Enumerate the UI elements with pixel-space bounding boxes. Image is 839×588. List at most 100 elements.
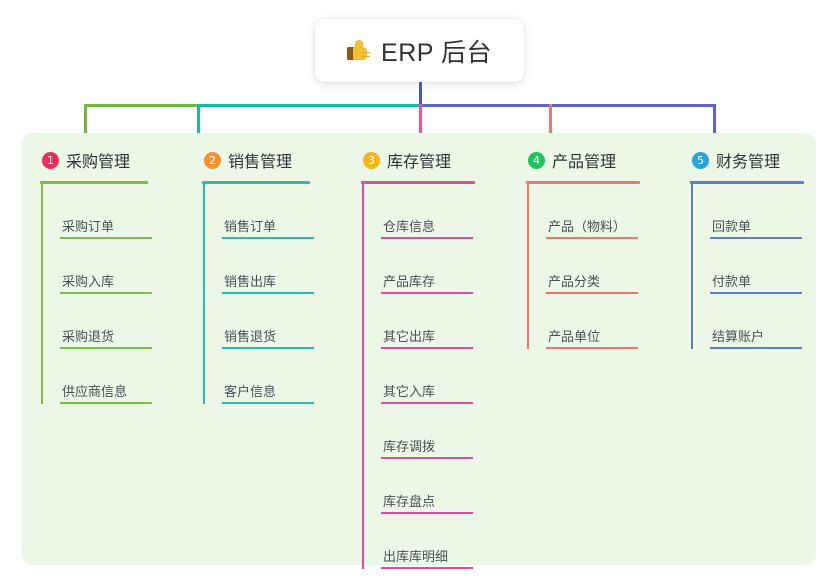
column-underline — [361, 181, 475, 184]
leaf-item-underline — [381, 292, 473, 294]
column-items: 回款单付款单结算账户 — [672, 184, 804, 349]
leaf-item[interactable]: 其它入库 — [381, 349, 475, 404]
leaf-item-underline — [546, 347, 638, 349]
leaf-item-underline — [710, 292, 802, 294]
column-underline — [690, 181, 804, 184]
leaf-item[interactable]: 销售退货 — [222, 294, 314, 349]
leaf-item[interactable]: 产品分类 — [546, 239, 640, 294]
leaf-item-underline — [222, 292, 314, 294]
leaf-item[interactable]: 库存调拨 — [381, 404, 475, 459]
leaf-item-underline — [381, 567, 473, 569]
leaf-item-label: 库存调拨 — [383, 439, 436, 454]
leaf-item-underline — [546, 237, 638, 239]
leaf-item-underline — [710, 347, 802, 349]
leaf-item-underline — [60, 292, 152, 294]
leaf-item-label: 销售出库 — [224, 274, 277, 289]
leaf-item[interactable]: 产品库存 — [381, 239, 475, 294]
leaf-item[interactable]: 回款单 — [710, 184, 804, 239]
leaf-item[interactable]: 采购入库 — [60, 239, 152, 294]
page-title: ERP 后台 — [381, 38, 492, 67]
leaf-item-label: 其它入库 — [383, 384, 436, 399]
column-items: 采购订单采购入库采购退货供应商信息 — [22, 184, 152, 404]
leaf-item-label: 库存盘点 — [383, 494, 436, 509]
connector-drop-col2 — [197, 104, 200, 149]
connector-bus-left-green — [84, 104, 199, 107]
column-items: 仓库信息产品库存其它出库其它入库库存调拨库存盘点出库库明细 — [343, 184, 475, 569]
leaf-item[interactable]: 采购退货 — [60, 294, 152, 349]
connector-root-stem — [419, 82, 422, 107]
diagram-panel — [22, 133, 816, 565]
column-badge-icon: 5 — [692, 151, 709, 169]
connector-drop-col1 — [84, 104, 87, 149]
leaf-item-underline — [381, 457, 473, 459]
leaf-item[interactable]: 其它出库 — [381, 294, 475, 349]
leaf-item-label: 产品（物料） — [548, 219, 627, 234]
column-title: 产品管理 — [552, 154, 617, 171]
column-header-4[interactable]: 4 产品管理 — [508, 144, 640, 176]
leaf-item[interactable]: 销售订单 — [222, 184, 314, 239]
leaf-item-label: 产品单位 — [548, 329, 601, 344]
column-items: 产品（物料） 产品分类产品单位 — [508, 184, 640, 349]
leaf-item-label: 其它出库 — [383, 329, 436, 344]
connector-drop-col5 — [713, 104, 716, 149]
column-underline — [526, 181, 640, 184]
leaf-item[interactable]: 库存盘点 — [381, 459, 475, 514]
column-items: 销售订单销售出库销售退货客户信息 — [184, 184, 314, 404]
leaf-item[interactable]: 出库库明细 — [381, 514, 475, 569]
leaf-item-label: 出库库明细 — [383, 549, 449, 564]
leaf-item-label: 采购退货 — [62, 329, 115, 344]
leaf-item[interactable]: 客户信息 — [222, 349, 314, 404]
leaf-item[interactable]: 销售出库 — [222, 239, 314, 294]
column-badge-icon: 4 — [528, 151, 545, 169]
leaf-item-label: 仓库信息 — [383, 219, 436, 234]
leaf-item-label: 产品分类 — [548, 274, 601, 289]
leaf-item[interactable]: 产品（物料） — [546, 184, 640, 239]
connector-drop-col3 — [419, 104, 422, 149]
column-underline — [40, 181, 148, 184]
connector-bus-mid-teal — [198, 104, 420, 107]
leaf-item-underline — [222, 347, 314, 349]
leaf-item[interactable]: 仓库信息 — [381, 184, 475, 239]
leaf-item-label: 销售订单 — [224, 219, 277, 234]
connector-bus-right-blue — [419, 104, 716, 107]
column-title: 财务管理 — [716, 154, 781, 171]
leaf-item-label: 采购入库 — [62, 274, 115, 289]
column-5: 5 财务管理回款单付款单结算账户 — [672, 144, 804, 349]
leaf-item[interactable]: 采购订单 — [60, 184, 152, 239]
leaf-item-underline — [381, 347, 473, 349]
thumbs-up-icon — [347, 39, 371, 63]
leaf-item[interactable]: 付款单 — [710, 239, 804, 294]
column-spine — [691, 184, 693, 349]
leaf-item-underline — [222, 237, 314, 239]
column-badge-icon: 1 — [42, 151, 59, 169]
root-node-card[interactable]: ERP 后台 — [315, 19, 524, 82]
leaf-item-label: 产品库存 — [383, 274, 436, 289]
column-spine — [527, 184, 529, 349]
column-badge-icon: 3 — [363, 151, 380, 169]
leaf-item-underline — [546, 292, 638, 294]
leaf-item-underline — [381, 237, 473, 239]
column-spine — [203, 184, 205, 404]
leaf-item-underline — [381, 402, 473, 404]
leaf-item[interactable]: 供应商信息 — [60, 349, 152, 404]
leaf-item-underline — [381, 512, 473, 514]
column-title: 销售管理 — [228, 154, 293, 171]
leaf-item-underline — [60, 402, 152, 404]
leaf-item-label: 付款单 — [712, 274, 752, 289]
connector-drop-col4 — [549, 104, 552, 149]
leaf-item-underline — [60, 237, 152, 239]
leaf-item-underline — [222, 402, 314, 404]
leaf-item-label: 供应商信息 — [62, 384, 128, 399]
column-spine — [41, 184, 43, 404]
leaf-item[interactable]: 产品单位 — [546, 294, 640, 349]
column-header-5[interactable]: 5 财务管理 — [672, 144, 804, 176]
leaf-item-label: 回款单 — [712, 219, 752, 234]
leaf-item-underline — [710, 237, 802, 239]
leaf-item[interactable]: 结算账户 — [710, 294, 804, 349]
